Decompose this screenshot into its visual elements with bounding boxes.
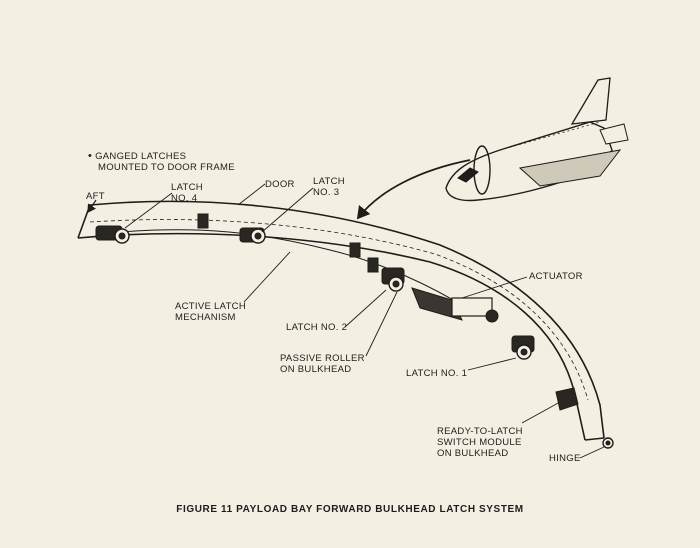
ganged-latches-line1: GANGED LATCHES — [95, 151, 187, 162]
label-hinge: HINGE — [549, 453, 581, 464]
label-latch-3-line1: LATCH — [313, 176, 345, 187]
door-frame — [77, 200, 605, 441]
linkage-rod — [119, 229, 471, 311]
callout-arrow — [356, 159, 471, 220]
latch-4-hardware — [95, 225, 130, 244]
label-ready-line3: ON BULKHEAD — [437, 448, 509, 459]
label-latch-1: LATCH NO. 1 — [406, 368, 468, 379]
label-latch-3-line2: NO. 3 — [313, 187, 340, 198]
label-actuator: ACTUATOR — [529, 271, 583, 282]
latch-1-hardware — [511, 335, 535, 360]
ganged-latch-brackets — [197, 213, 379, 273]
leader-lines — [124, 183, 605, 459]
ganged-latches-note: • GANGED LATCHES — [88, 150, 187, 163]
label-aft: AFT — [86, 191, 105, 202]
latch-2-hardware — [381, 267, 405, 292]
bullet-icon: • — [88, 150, 93, 162]
label-latch-2: LATCH NO. 2 — [286, 322, 348, 333]
actuator-hardware — [411, 287, 499, 323]
label-latch-4-line2: NO. 4 — [171, 193, 198, 204]
label-passive-roller-line2: ON BULKHEAD — [280, 364, 352, 375]
label-door: DOOR — [265, 179, 295, 190]
label-ready-line2: SWITCH MODULE — [437, 437, 522, 448]
label-latch-4-line1: LATCH — [171, 182, 203, 193]
orbiter-illustration — [445, 77, 629, 202]
switch-module-hardware — [555, 387, 579, 411]
label-active-latch-line2: MECHANISM — [175, 312, 236, 323]
label-passive-roller-line1: PASSIVE ROLLER — [280, 353, 365, 364]
orbiter-bulkhead-highlight — [473, 145, 491, 195]
label-ready-line1: READY-TO-LATCH — [437, 426, 523, 437]
hinge-hardware — [602, 437, 614, 449]
aft-arrow-icon — [87, 199, 97, 213]
figure-caption: FIGURE 11 PAYLOAD BAY FORWARD BULKHEAD L… — [176, 504, 524, 515]
ganged-latches-line2: MOUNTED TO DOOR FRAME — [98, 162, 235, 173]
label-active-latch-line1: ACTIVE LATCH — [175, 301, 246, 312]
latch-3-hardware — [239, 227, 266, 244]
